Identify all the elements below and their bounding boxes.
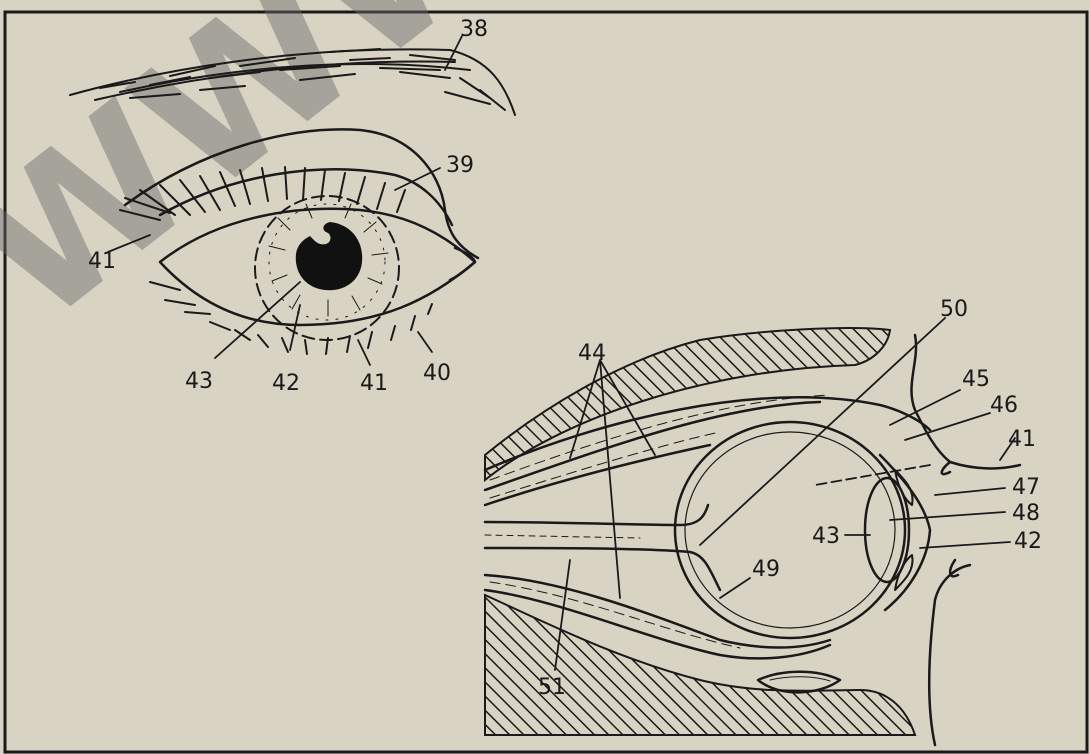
label-38: 38 [460,17,488,42]
optic-nerve [485,505,720,590]
label-39: 39 [446,153,474,178]
pupil [296,222,362,290]
label-43-side: 43 [812,524,840,549]
label-42-side: 42 [1014,529,1042,554]
label-46: 46 [990,393,1018,418]
label-45: 45 [962,367,990,392]
lower-bone-hatching [485,595,915,735]
upper-bone-hatching [485,328,890,480]
label-51: 51 [538,675,566,700]
label-47: 47 [1012,475,1040,500]
label-48: 48 [1012,501,1040,526]
label-49: 49 [752,557,780,582]
label-41-left: 41 [88,249,116,274]
label-42-front: 42 [272,371,300,396]
label-44: 44 [578,341,606,366]
watermark: WWW [0,0,563,365]
label-43-front: 43 [185,369,213,394]
fat-pad-inner [770,677,830,681]
label-40: 40 [423,361,451,386]
label-50: 50 [940,297,968,322]
eyeball [675,422,930,638]
label-41-side: 41 [1008,427,1036,452]
label-41-front: 41 [360,371,388,396]
